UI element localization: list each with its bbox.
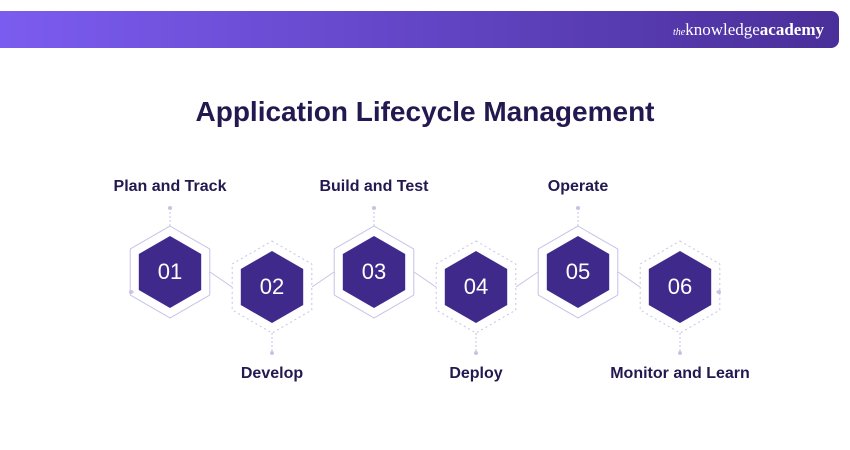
hexagon-outline <box>639 240 721 334</box>
connector-dot <box>576 206 580 210</box>
connector-dot <box>270 351 274 355</box>
step-number: 04 <box>463 274 489 299</box>
step-label: Build and Test <box>319 178 429 195</box>
connector-dot <box>474 351 478 355</box>
header-banner <box>0 11 839 48</box>
hexagon-outline <box>435 240 517 334</box>
step-label: Plan and Track <box>113 178 227 195</box>
hexagon-04 <box>444 251 508 323</box>
hexagon-outline <box>537 225 619 319</box>
step-label: Monitor and Learn <box>610 365 750 382</box>
hexagon-outline <box>129 225 211 319</box>
step-number: 05 <box>565 259 591 284</box>
connector-line <box>617 271 641 288</box>
connector-dot <box>678 351 682 355</box>
hexagon-01 <box>138 236 202 308</box>
hexagon-outline <box>231 240 313 334</box>
hexagon-03 <box>342 236 406 308</box>
hexagon-06 <box>648 251 712 323</box>
connector-line <box>311 271 335 288</box>
step-number: 03 <box>361 259 387 284</box>
connector-dot <box>168 206 172 210</box>
hexagon-05 <box>546 236 610 308</box>
step-label: Operate <box>547 178 609 195</box>
connector-dot <box>129 290 133 294</box>
step-number: 01 <box>157 259 183 284</box>
step-number: 06 <box>667 274 693 299</box>
step-number: 02 <box>259 274 285 299</box>
hexagon-02 <box>240 251 304 323</box>
connector-line <box>515 271 539 288</box>
connector-dot <box>717 290 721 294</box>
connector-line <box>413 271 437 288</box>
connector-dot <box>372 206 376 210</box>
step-label: Deploy <box>449 365 503 382</box>
step-label: Develop <box>240 365 304 382</box>
hexagon-outline <box>333 225 415 319</box>
connector-line <box>209 271 233 288</box>
page-title: Application Lifecycle Management <box>195 96 655 127</box>
brand-logo: theknowledgeacademy <box>672 20 824 39</box>
